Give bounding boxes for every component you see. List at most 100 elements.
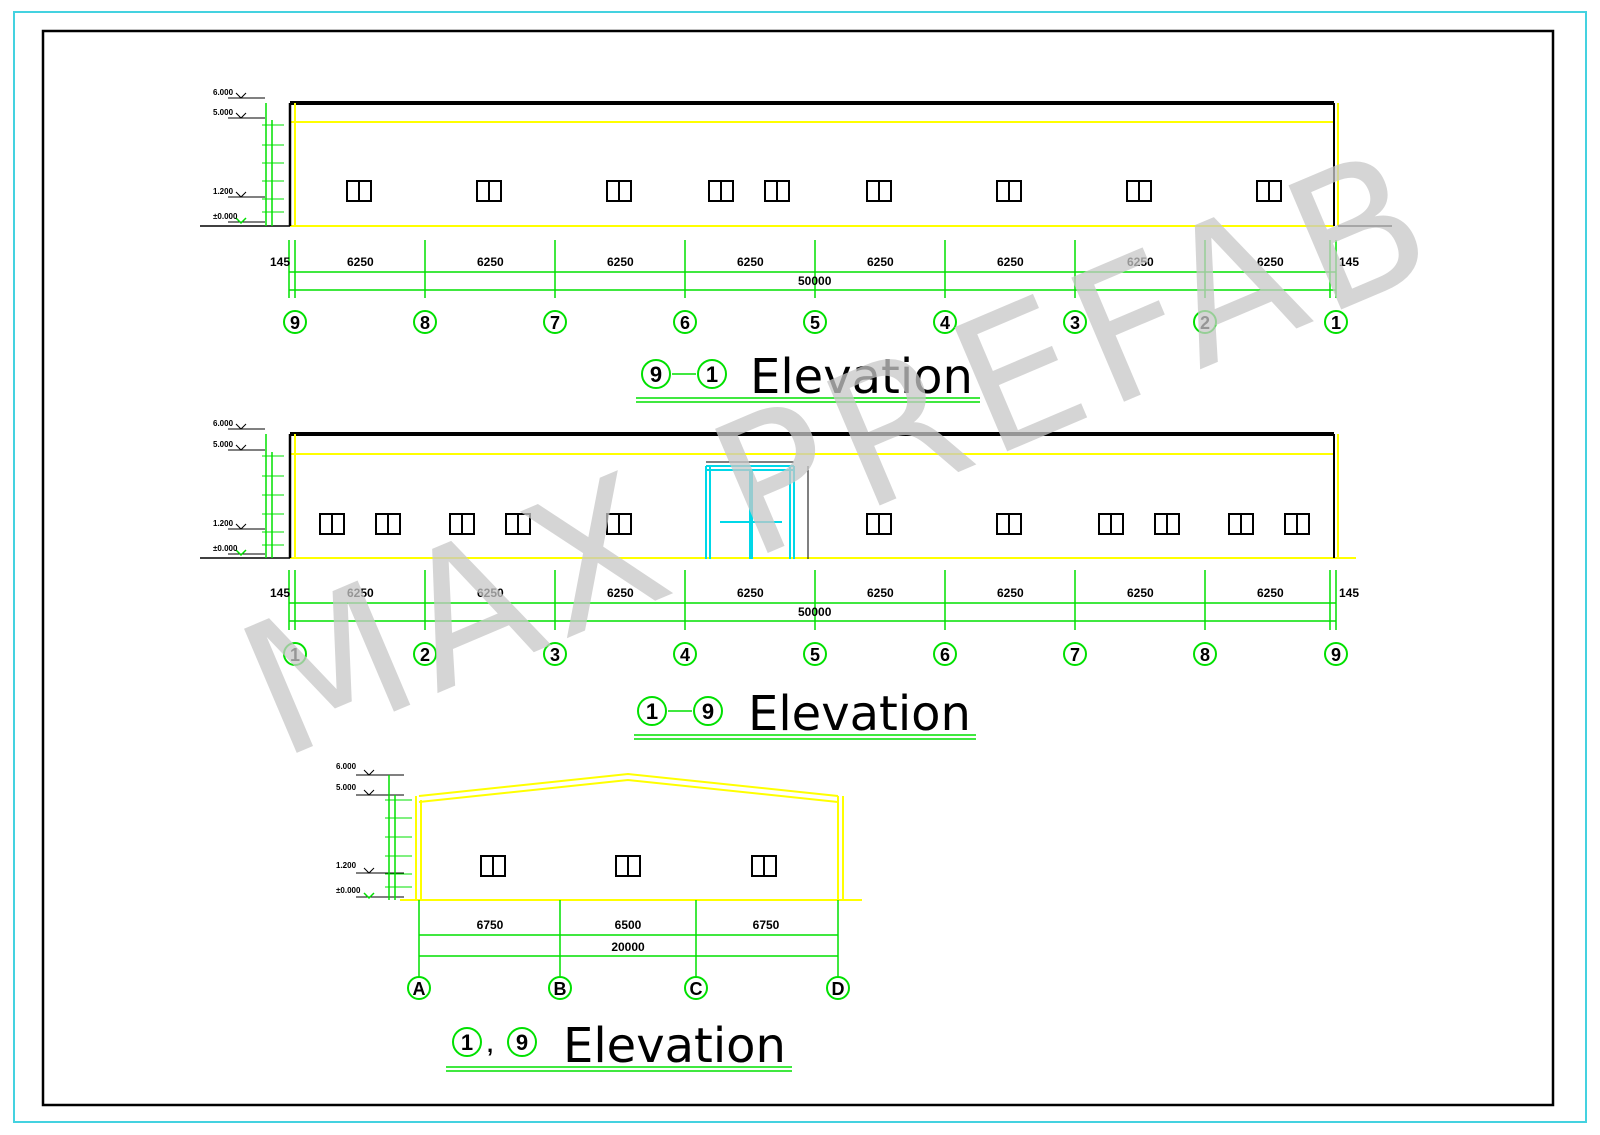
- window: [866, 513, 892, 535]
- elevation-gable: 6.000 5.000 1.200 ±0.000: [336, 762, 862, 1074]
- window: [1154, 513, 1180, 535]
- level-label: ±0.000: [213, 544, 238, 553]
- level-label: 1.200: [213, 187, 234, 196]
- title-axis: 9: [702, 699, 714, 724]
- title-text: Elevation: [750, 349, 973, 405]
- axis-label: B: [554, 979, 567, 999]
- window: [1228, 513, 1254, 535]
- axis-label: 9: [290, 313, 300, 333]
- dimension-label: 6250: [997, 255, 1024, 269]
- window: [866, 180, 892, 202]
- dimension-label: 6250: [347, 586, 374, 600]
- window: [375, 513, 401, 535]
- level-label: 1.200: [213, 519, 234, 528]
- roller-door: [705, 461, 809, 559]
- axis-label: 3: [550, 645, 560, 665]
- level-markers: 6.000 5.000 1.200 ±0.000: [213, 419, 284, 558]
- window: [1284, 513, 1310, 535]
- axis-label: 4: [680, 645, 690, 665]
- level-markers: 6.000 5.000 1.200 ±0.000: [336, 762, 412, 900]
- level-label: 6.000: [213, 88, 234, 97]
- dimension-label: 6250: [477, 586, 504, 600]
- dimension-label: 6250: [347, 255, 374, 269]
- title-text: Elevation: [748, 686, 971, 742]
- axis-label: 9: [1331, 645, 1341, 665]
- axis-label: 7: [1070, 645, 1080, 665]
- inner-frame: [41, 29, 1555, 1107]
- axis-label: 2: [420, 645, 430, 665]
- dimension-label: 6250: [1127, 586, 1154, 600]
- axis-label: 8: [420, 313, 430, 333]
- title-axis: 9: [516, 1030, 528, 1055]
- window: [319, 513, 345, 535]
- dimension-total: 50000: [798, 605, 832, 619]
- window: [606, 180, 632, 202]
- axis-label: 5: [810, 645, 820, 665]
- axis-bubbles: A B C D: [407, 976, 850, 1000]
- axis-label: 5: [810, 313, 820, 333]
- level-label: 6.000: [213, 419, 234, 428]
- axis-label: 1: [1331, 313, 1341, 333]
- window: [505, 513, 531, 535]
- dimension-label: 6250: [1257, 255, 1284, 269]
- window: [1256, 180, 1282, 202]
- axis-label: C: [690, 979, 703, 999]
- dimension-label: 6250: [477, 255, 504, 269]
- dimension-total: 50000: [798, 274, 832, 288]
- elevation-9-1: 6.000 5.000 1.200 ±0.000: [200, 88, 1392, 405]
- dimension-label: 6250: [997, 586, 1024, 600]
- level-markers: 6.000 5.000 1.200 ±0.000: [213, 88, 284, 226]
- axis-label: 8: [1200, 645, 1210, 665]
- axis-label: 1: [290, 645, 300, 665]
- title-axis: 9: [650, 362, 662, 387]
- axis-label: 6: [940, 645, 950, 665]
- window: [449, 513, 475, 535]
- window: [1098, 513, 1124, 535]
- title-axis: 1: [706, 362, 718, 387]
- level-label: 5.000: [213, 440, 234, 449]
- window: [751, 855, 777, 877]
- dimension-label: 145: [1339, 586, 1359, 600]
- window: [996, 513, 1022, 535]
- dimension-label: 6250: [607, 586, 634, 600]
- axis-bubbles: 1 2 3 4 5 6 7 8 9: [283, 642, 1348, 666]
- level-label: 5.000: [213, 108, 234, 117]
- dimension-label: 145: [270, 586, 290, 600]
- window: [996, 180, 1022, 202]
- dimension-label: 6500: [615, 918, 642, 932]
- axis-label: D: [832, 979, 845, 999]
- dimension-chain: 145 6250 6250 6250 6250 6250 6250 6250 6…: [270, 240, 1359, 298]
- window: [606, 513, 632, 535]
- dimension-total: 20000: [611, 940, 645, 954]
- level-label: 1.200: [336, 861, 357, 870]
- axis-label: 4: [940, 313, 950, 333]
- dimension-label: 6250: [1127, 255, 1154, 269]
- window: [764, 180, 790, 202]
- elevation-title: 9 1 Elevation: [636, 349, 980, 405]
- elevation-title: 1 , 9 Elevation: [446, 1018, 792, 1074]
- svg-text:,: ,: [487, 1032, 493, 1057]
- axis-label: 2: [1200, 313, 1210, 333]
- dimension-label: 6750: [477, 918, 504, 932]
- level-label: ±0.000: [336, 886, 361, 895]
- outer-frame: [13, 11, 1587, 1123]
- level-label: 6.000: [336, 762, 357, 771]
- window: [480, 855, 506, 877]
- dimension-label: 6250: [737, 255, 764, 269]
- dimension-label: 6250: [867, 586, 894, 600]
- axis-label: 3: [1070, 313, 1080, 333]
- axis-bubbles: 9 8 7 6 5 4 3 2 1: [283, 310, 1348, 334]
- window: [1126, 180, 1152, 202]
- dimension-label: 145: [1339, 255, 1359, 269]
- window: [476, 180, 502, 202]
- dimension-chain: 145 6250 6250 6250 6250 6250 6250 6250 6…: [270, 570, 1359, 630]
- axis-label: 6: [680, 313, 690, 333]
- elevation-1-9: 6.000 5.000 1.200 ±0.000: [200, 419, 1359, 742]
- elevation-title: 1 9 Elevation: [634, 686, 976, 742]
- axis-label: 7: [550, 313, 560, 333]
- dimension-label: 6750: [753, 918, 780, 932]
- level-label: 5.000: [336, 783, 357, 792]
- dimension-label: 145: [270, 255, 290, 269]
- dimension-label: 6250: [867, 255, 894, 269]
